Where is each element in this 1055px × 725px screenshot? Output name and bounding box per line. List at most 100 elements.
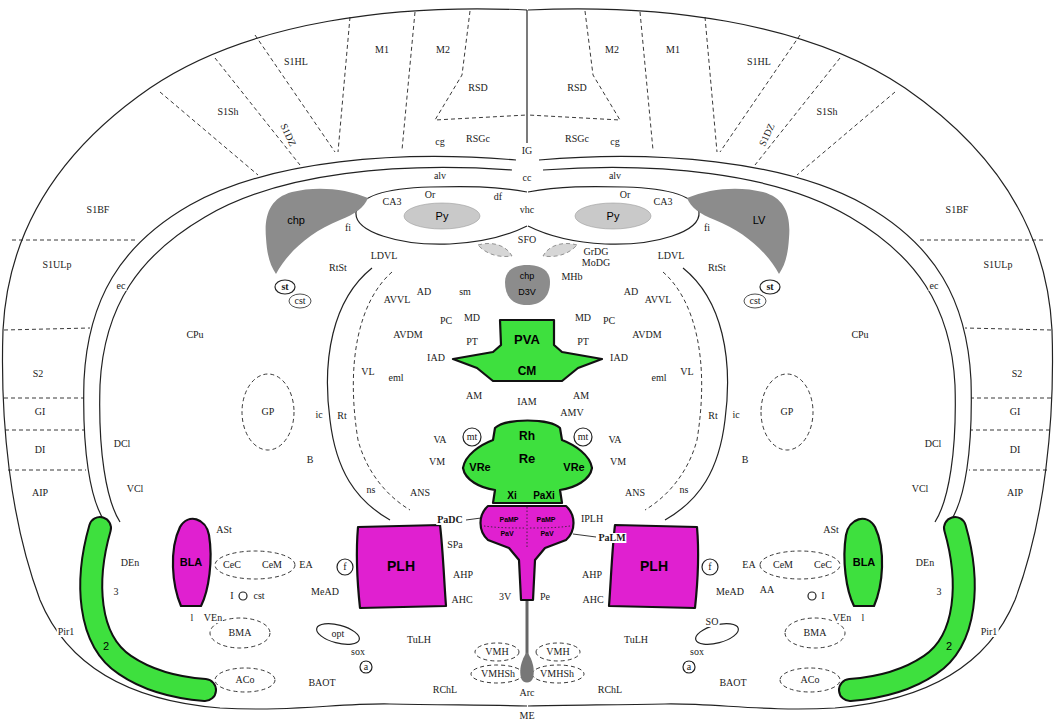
region-label: f: [707, 562, 712, 572]
region-label: PT: [465, 337, 479, 347]
region-label: VM: [428, 457, 446, 467]
region-label: RSGc: [564, 134, 590, 144]
region-label: I: [820, 591, 825, 601]
region-label: VMH: [484, 647, 509, 657]
region-label: DI: [34, 445, 47, 455]
region-label: ASt: [215, 525, 233, 535]
region-label: PaDC: [436, 515, 464, 525]
region-name: Rh: [519, 430, 535, 442]
region-label: ANS: [409, 488, 431, 498]
region-label: Pir1: [57, 627, 76, 637]
tract-outline: [463, 428, 481, 446]
region-label: TuLH: [406, 635, 432, 645]
region-label: RtSt: [707, 263, 727, 273]
region-label: ec: [929, 281, 940, 291]
area-border: [338, 17, 350, 152]
region-label: CPu: [185, 330, 204, 340]
highlight-region: PVACM: [451, 317, 604, 383]
region-outline: [830, 510, 995, 705]
region-label: sm: [458, 287, 472, 297]
region-label: IAM: [516, 397, 537, 407]
region-label: CeC: [813, 560, 833, 570]
hippocampus-outline: [356, 187, 527, 245]
area-border: [4, 328, 90, 330]
region-label: VL: [679, 367, 694, 377]
region-label: PaLM: [597, 533, 626, 543]
region-label: M1: [665, 45, 681, 55]
region-name: PVA: [514, 333, 540, 346]
region-label: mt: [466, 432, 479, 442]
region-label: I: [229, 591, 234, 601]
region-label: AM: [572, 391, 590, 401]
region-label: GI: [34, 407, 47, 417]
region-label: cst: [293, 296, 306, 306]
region-outline: [262, 184, 372, 278]
region-label: ns: [679, 485, 690, 495]
region-label: ANS: [624, 488, 646, 498]
region-label: AVVL: [644, 295, 672, 305]
region-label: GP: [780, 407, 795, 417]
region-label: l: [861, 613, 866, 623]
region-label: CA3: [653, 197, 674, 207]
third-ventricle: [526, 600, 529, 655]
region-label: RChL: [432, 685, 458, 695]
region-label: alv: [608, 171, 622, 181]
highlight-region: RhReVReVReXiPaXi: [459, 415, 595, 506]
region-label: PC: [602, 316, 616, 326]
region-label: M2: [604, 45, 620, 55]
white-matter-line: [84, 156, 516, 522]
cell-layer: Py: [402, 201, 482, 231]
region-label: BMA: [803, 628, 828, 638]
region-label: Arc: [519, 688, 536, 698]
region-label: RChL: [597, 685, 623, 695]
region-label: a: [686, 662, 692, 672]
region-label: l: [190, 613, 195, 623]
highlight-region: BLA: [168, 513, 216, 610]
region-label: MHb: [560, 272, 583, 282]
region-label: cst: [252, 591, 265, 601]
region-label: BAOT: [718, 678, 747, 688]
region-outline: [683, 184, 793, 278]
region-label: CA3: [382, 197, 403, 207]
region-label: st: [280, 282, 289, 292]
region-label: SO: [705, 617, 720, 627]
region-label: cst: [748, 296, 761, 306]
region-label: ME: [519, 711, 536, 721]
region-label: AHC: [581, 595, 604, 605]
region-label: a: [363, 662, 369, 672]
region-name: Py: [436, 211, 449, 222]
region-label: AA: [759, 585, 775, 595]
region-label: CeC: [222, 560, 242, 570]
region-label: cg: [609, 137, 620, 147]
region-label: VMHSh: [480, 669, 516, 679]
region-label: MoDG: [581, 258, 611, 268]
region-label: S1HL: [746, 57, 772, 67]
region-label: Pir1: [980, 627, 999, 637]
region-label: DCl: [924, 439, 943, 449]
region-label: S1BF: [945, 205, 970, 215]
highlight-region: PaMPPaMPPaVPaV: [476, 503, 577, 603]
region-label: PT: [576, 337, 590, 347]
region-label: Or: [619, 190, 632, 200]
region-label: df: [493, 192, 503, 202]
white-matter-line: [100, 167, 512, 522]
region-label: opt: [331, 629, 346, 639]
region-label: SPa: [446, 540, 464, 550]
region-label: S1ULp: [983, 260, 1014, 270]
region-label: AM: [465, 391, 483, 401]
region-label: S2: [32, 369, 45, 379]
region-label: sox: [689, 647, 705, 657]
region-label: AIP: [31, 488, 49, 498]
region-label: AMV: [559, 408, 584, 418]
tract-outline: [360, 661, 372, 673]
leader-line: [466, 518, 481, 520]
region-label: VA: [607, 435, 622, 445]
region-label: AHC: [450, 595, 473, 605]
region-label: AVDM: [631, 330, 662, 340]
region-label: mt: [577, 432, 590, 442]
region-label: EA: [298, 560, 313, 570]
cell-layer: Py: [573, 201, 653, 231]
region-label: DCl: [113, 439, 132, 449]
region-label: TuLH: [623, 635, 649, 645]
region-label: VMH: [545, 647, 570, 657]
